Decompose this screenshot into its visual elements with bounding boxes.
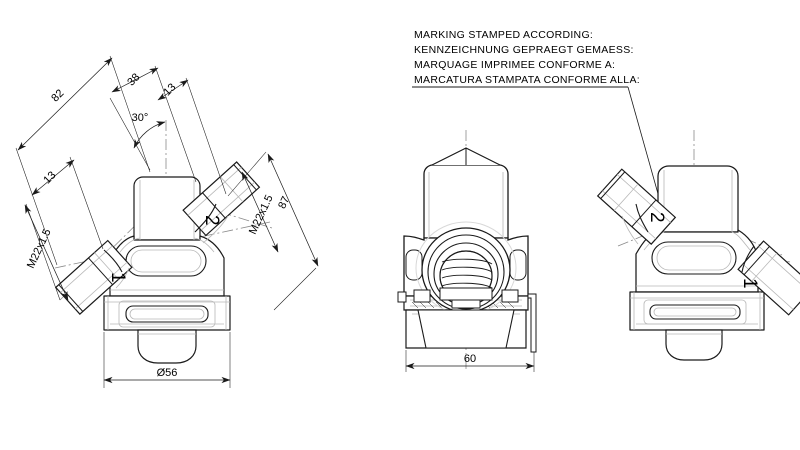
right-view-port-marking-2: 2: [646, 212, 667, 223]
left-view-flange-slot: [118, 300, 216, 328]
left-view-port-left: 1: [54, 239, 133, 316]
right-view-port-1: 1: [737, 240, 800, 316]
note-line-4: MARCATURA STAMPATA CONFORME ALLA:: [414, 74, 640, 86]
dim-label-diameter-56: Ø56: [157, 367, 178, 379]
right-view-flange-slot: [643, 299, 747, 325]
note-line-3: MARQUAGE IMPRIMEE CONFORME A:: [414, 59, 615, 71]
center-view-lower-bracket: [413, 287, 519, 349]
note-block: MARKING STAMPED ACCORDING: KENNZEICHNUNG…: [412, 29, 672, 241]
left-view-oval-recess: [125, 245, 207, 277]
left-view-bottom-boss: [137, 329, 197, 364]
center-view: 60: [397, 130, 537, 372]
left-view: 2 1: [15, 55, 319, 388]
note-line-1: MARKING STAMPED ACCORDING:: [414, 29, 593, 41]
dim-label-60: 60: [464, 353, 476, 365]
dim-diameter-56: Ø56: [103, 367, 231, 384]
right-view-port-2: 2: [596, 168, 677, 245]
left-view-port-marking-1: 1: [107, 272, 128, 283]
left-view-body-detail: [104, 180, 230, 330]
dim-label-30-deg: 30°: [132, 112, 149, 124]
right-view-oval-recess: [651, 241, 737, 275]
dim-60: 60: [405, 350, 535, 372]
right-view-port-marking-1: 1: [739, 278, 760, 289]
right-view: 2 1: [596, 130, 800, 361]
right-view-bottom-boss: [665, 329, 723, 361]
dim-label-87: 87: [276, 195, 292, 211]
center-view-bonnet: [423, 147, 509, 239]
note-line-2: KENNZEICHNUNG GEPRAEGT GEMAESS:: [414, 44, 634, 56]
dim-30-deg: 30°: [109, 97, 166, 171]
left-view-port-marking-2: 2: [201, 215, 222, 226]
